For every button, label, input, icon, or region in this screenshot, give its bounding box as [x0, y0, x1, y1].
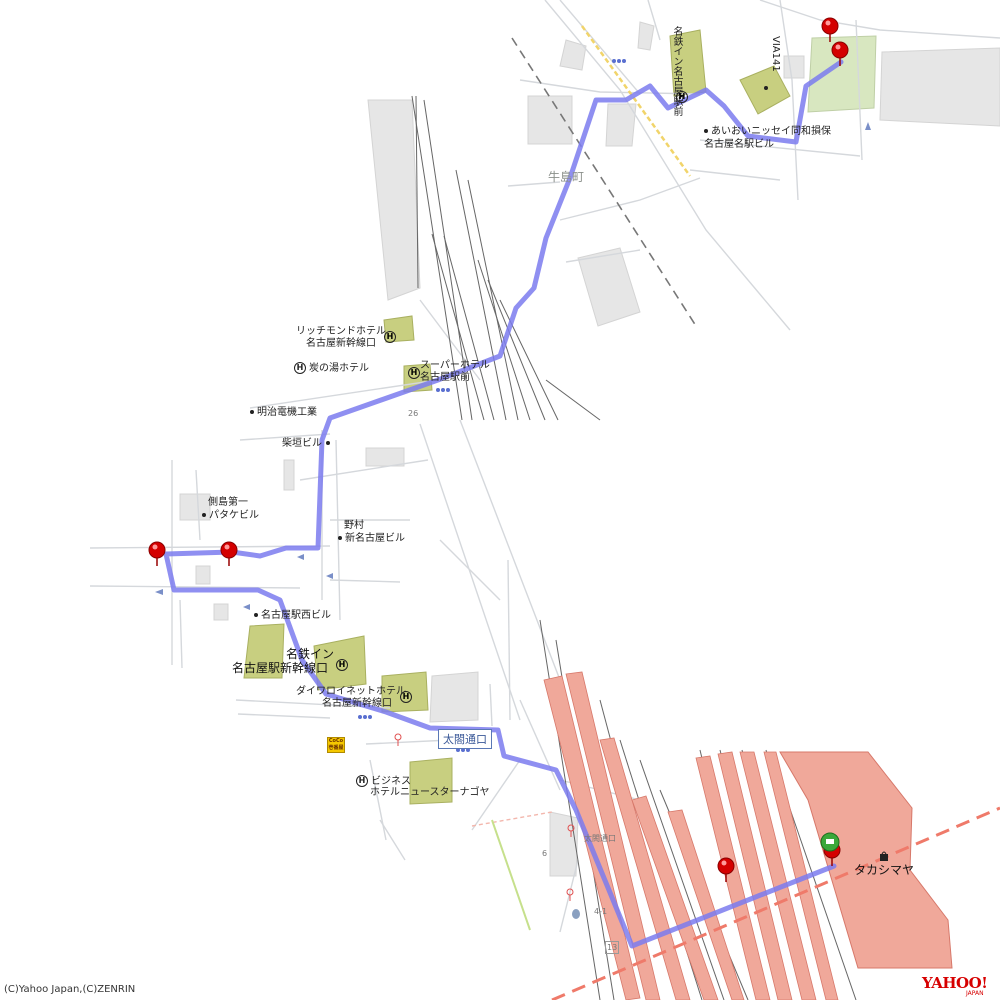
area-label-ushijima: 牛島町	[548, 170, 585, 184]
label-nomura-2: 新名古屋ビル	[338, 533, 405, 544]
shopping-bag-icon	[880, 851, 888, 861]
label-super-hotel-2: 名古屋駅前	[420, 372, 470, 383]
road-number-13: 13	[605, 941, 620, 954]
yellow-line	[580, 25, 692, 177]
one-way-arrows	[155, 122, 871, 610]
label-nomura-1: 野村	[344, 520, 364, 531]
cocoichi-icon: CoCo 壱番屋	[327, 737, 345, 753]
rail-platforms	[543, 671, 839, 1000]
yahoo-logo[interactable]: YAHOO!	[922, 974, 988, 992]
road-number-4-1: 4-1	[594, 907, 608, 916]
hotel-icon: H	[676, 86, 691, 105]
takashimaya-building	[779, 751, 953, 969]
label-aioi-nissay-2: 名古屋名駅ビル	[704, 139, 774, 150]
road-number-6: 6	[542, 849, 548, 858]
station-green-icon	[820, 832, 840, 852]
label-sokujima-2: パタケビル	[202, 510, 259, 521]
pin-icon	[831, 41, 849, 66]
label-meitetsu-inn-shinkansen: 名鉄イン	[286, 647, 335, 661]
label-richmond-hotel-2: 名古屋新幹線口	[306, 338, 376, 349]
pin-icon	[717, 857, 735, 882]
yahoo-logo-sub: JAPAN	[966, 990, 984, 997]
hotel-icon: H	[384, 326, 399, 345]
label-takashimaya: タカシマヤ	[854, 863, 915, 877]
roads	[89, 0, 1000, 933]
pin-icon	[821, 17, 839, 42]
label-super-hotel: スーパーホテル	[420, 360, 490, 371]
copyright-text: (C)Yahoo Japan,(C)ZENRIN	[4, 984, 136, 995]
pin-icon	[148, 541, 166, 566]
label-sokujima-1: 側島第一	[208, 497, 248, 508]
label-business-hotel-2: ホテルニュースターナゴヤ	[370, 787, 490, 798]
station-exit-taikodori[interactable]: 太閤通口	[438, 729, 492, 749]
label-richmond-hotel: リッチモンドホテル	[296, 326, 386, 337]
walking-route	[163, 59, 844, 949]
label-daiwa-roynet-2: 名古屋新幹線口	[322, 698, 392, 709]
hotel-icon: H	[400, 686, 415, 705]
label-via141: VIA141	[770, 36, 781, 72]
buildings-gray	[179, 21, 1000, 877]
label-shibagaki: 柴垣ビル	[282, 438, 333, 449]
label-daiwa-roynet: ダイワロイネットホテル	[296, 686, 406, 697]
road-number-26: 26	[408, 409, 419, 418]
pin-icon	[220, 541, 238, 566]
hotel-icon: H	[336, 654, 351, 673]
label-meitetsu-inn-ekimae: 名鉄イン名古屋駅前	[671, 26, 682, 116]
pink-dashed-line	[551, 806, 1000, 1000]
small-pins	[394, 733, 575, 901]
hotel-icon: H	[408, 362, 423, 381]
poi-dot	[764, 86, 768, 90]
bus-stops	[358, 59, 626, 752]
dashed-line-top	[511, 37, 697, 327]
label-meitetsu-inn-shinkansen-2: 名古屋駅新幹線口	[232, 661, 329, 675]
label-taikodori-small: 太閤通口	[584, 834, 616, 843]
railway-tracks-north	[411, 95, 601, 421]
label-nagoya-nishi: 名古屋駅西ビル	[254, 610, 331, 621]
label-meiji-denki: 明治電機工業	[250, 407, 317, 418]
label-aioi-nissay: あいおいニッセイ同和損保	[704, 126, 831, 137]
